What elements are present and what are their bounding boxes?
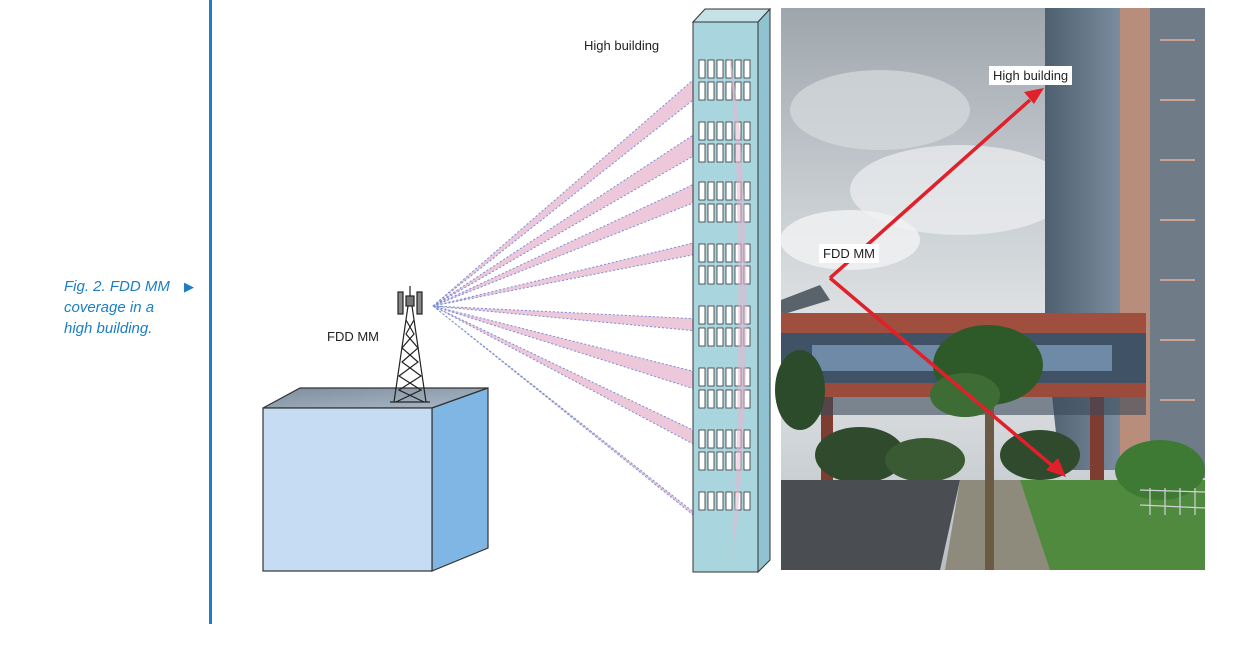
beam-1 xyxy=(432,59,738,307)
photo-antenna-label: FDD MM xyxy=(819,244,879,263)
photo-building-label: High building xyxy=(989,66,1073,85)
site-photo xyxy=(775,8,1206,570)
caption-divider xyxy=(209,0,212,624)
caption-line-2: coverage in a xyxy=(64,299,155,316)
figure-caption: Fig. 2. FDD MM ▶ coverage in a high buil… xyxy=(64,276,204,339)
beam-4 xyxy=(432,235,749,307)
beam-6 xyxy=(432,305,749,407)
beam-group xyxy=(432,59,751,546)
antenna-tower xyxy=(390,286,430,403)
triangle-right-icon: ▶ xyxy=(184,279,195,294)
caption-line-1: Fig. 2. FDD MM xyxy=(64,278,170,295)
caption-line-3: high building. xyxy=(64,320,153,337)
tall-building xyxy=(691,7,772,574)
base-box xyxy=(262,387,489,572)
beam-8 xyxy=(432,305,736,546)
beam-3 xyxy=(432,171,748,307)
antenna-label: FDD MM xyxy=(327,329,379,344)
building-label: High building xyxy=(584,38,660,53)
